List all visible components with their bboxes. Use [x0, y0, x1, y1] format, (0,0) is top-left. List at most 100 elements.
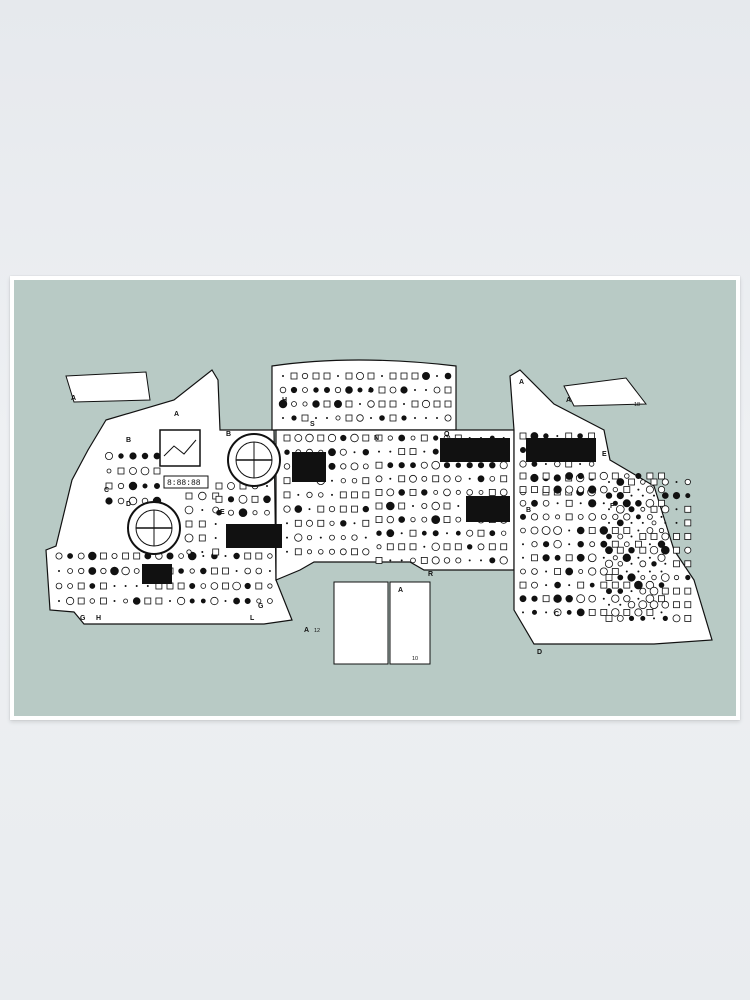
screw-icon [660, 570, 663, 573]
screw-icon [282, 417, 284, 419]
toggle-switch-icon [200, 583, 207, 589]
toggle-switch-icon [153, 482, 160, 489]
toggle-switch-icon [651, 520, 657, 526]
toggle-switch-icon [638, 600, 648, 610]
screw-icon [608, 521, 610, 524]
screw-icon [630, 535, 633, 538]
warning-light-icon [375, 516, 383, 524]
toggle-switch-icon [362, 505, 369, 513]
panel-letter: H [96, 615, 101, 622]
toggle-switch-icon [410, 462, 416, 469]
toggle-switch-icon [306, 549, 312, 555]
toggle-switch-icon [640, 575, 646, 580]
left-small-panel [65, 371, 151, 403]
warning-light-icon [565, 513, 573, 521]
toggle-switch-icon [577, 486, 585, 494]
toggle-switch-icon [635, 472, 642, 479]
screw-icon [468, 477, 471, 480]
warning-light-icon [409, 543, 417, 551]
warning-light-icon [658, 472, 665, 480]
warning-light-icon [673, 533, 680, 540]
warning-light-icon [443, 502, 451, 510]
screw-icon [353, 522, 356, 525]
screw-icon [630, 521, 633, 524]
toggle-switch-icon [78, 567, 85, 575]
toggle-switch-icon [555, 514, 561, 520]
warning-light-icon [444, 386, 452, 394]
toggle-switch-icon [499, 461, 508, 470]
toggle-switch-icon [184, 505, 194, 515]
toggle-switch-icon [634, 580, 643, 590]
warning-light-icon [375, 502, 383, 510]
toggle-switch-icon [210, 596, 219, 606]
toggle-switch-icon [530, 526, 539, 535]
panel-letter: C [104, 487, 109, 494]
toggle-switch-icon [565, 595, 573, 603]
toggle-switch-icon [660, 545, 670, 555]
toggle-switch-icon [600, 513, 607, 520]
screw-icon [608, 603, 610, 606]
toggle-switch-icon [123, 598, 128, 604]
warning-light-icon [255, 552, 263, 560]
toggle-switch-icon [628, 615, 635, 621]
toggle-switch-icon [530, 513, 539, 521]
toggle-switch-icon [553, 608, 562, 617]
screw-icon [214, 523, 217, 525]
screw-icon [224, 555, 227, 557]
toggle-switch-icon [128, 481, 138, 491]
screw-icon [414, 417, 416, 419]
toggle-switch-icon [639, 587, 647, 595]
toggle-switch-icon [387, 462, 394, 469]
screw-icon [648, 556, 651, 559]
toggle-switch-icon [105, 451, 114, 460]
toggle-switch-icon [318, 549, 324, 555]
toggle-switch-icon [455, 516, 462, 523]
toggle-switch-icon [200, 598, 206, 604]
toggle-switch-icon [323, 387, 330, 394]
screw-icon [641, 494, 644, 497]
screw-icon [579, 502, 582, 505]
screw-icon [556, 502, 559, 505]
toggle-switch-icon [88, 567, 97, 575]
round-gauge-icon [227, 433, 281, 487]
round-gauge-icon [127, 501, 181, 555]
toggle-switch-icon [312, 400, 320, 408]
screw-icon [545, 570, 548, 573]
toggle-switch-icon [531, 595, 538, 602]
toggle-switch-icon [611, 594, 620, 603]
warning-light-icon [684, 505, 692, 513]
toggle-switch-icon [301, 372, 309, 380]
warning-light-icon [323, 372, 331, 380]
toggle-switch-icon [398, 516, 406, 523]
toggle-switch-icon [617, 561, 623, 567]
screw-icon [308, 508, 311, 511]
toggle-switch-icon [291, 401, 297, 407]
toggle-switch-icon [283, 463, 291, 470]
toggle-switch-icon [421, 516, 428, 523]
warning-light-icon [222, 567, 229, 575]
toggle-switch-icon [661, 492, 669, 499]
screw-icon [400, 559, 403, 562]
toggle-switch-icon [576, 553, 585, 562]
toggle-switch-icon [432, 448, 439, 455]
toggle-switch-icon [616, 478, 625, 486]
toggle-switch-icon [454, 475, 462, 483]
warning-light-icon [339, 505, 347, 513]
panel-letter: C [554, 611, 559, 618]
screw-icon [412, 505, 414, 507]
toggle-switch-icon [520, 568, 526, 575]
toggle-switch-icon [443, 475, 451, 483]
warning-light-icon [375, 434, 383, 442]
toggle-switch-icon [553, 540, 562, 549]
warning-light-icon [554, 568, 561, 575]
toggle-switch-icon [624, 473, 630, 479]
toggle-switch-icon [189, 582, 196, 589]
toggle-switch-icon [519, 446, 526, 453]
toggle-switch-icon [640, 479, 646, 485]
panel-letter: G [258, 603, 264, 610]
toggle-switch-icon [345, 386, 353, 394]
toggle-switch-icon [129, 452, 137, 460]
warning-light-icon [117, 467, 125, 475]
toggle-switch-icon [421, 502, 428, 509]
screw-icon [602, 556, 605, 559]
